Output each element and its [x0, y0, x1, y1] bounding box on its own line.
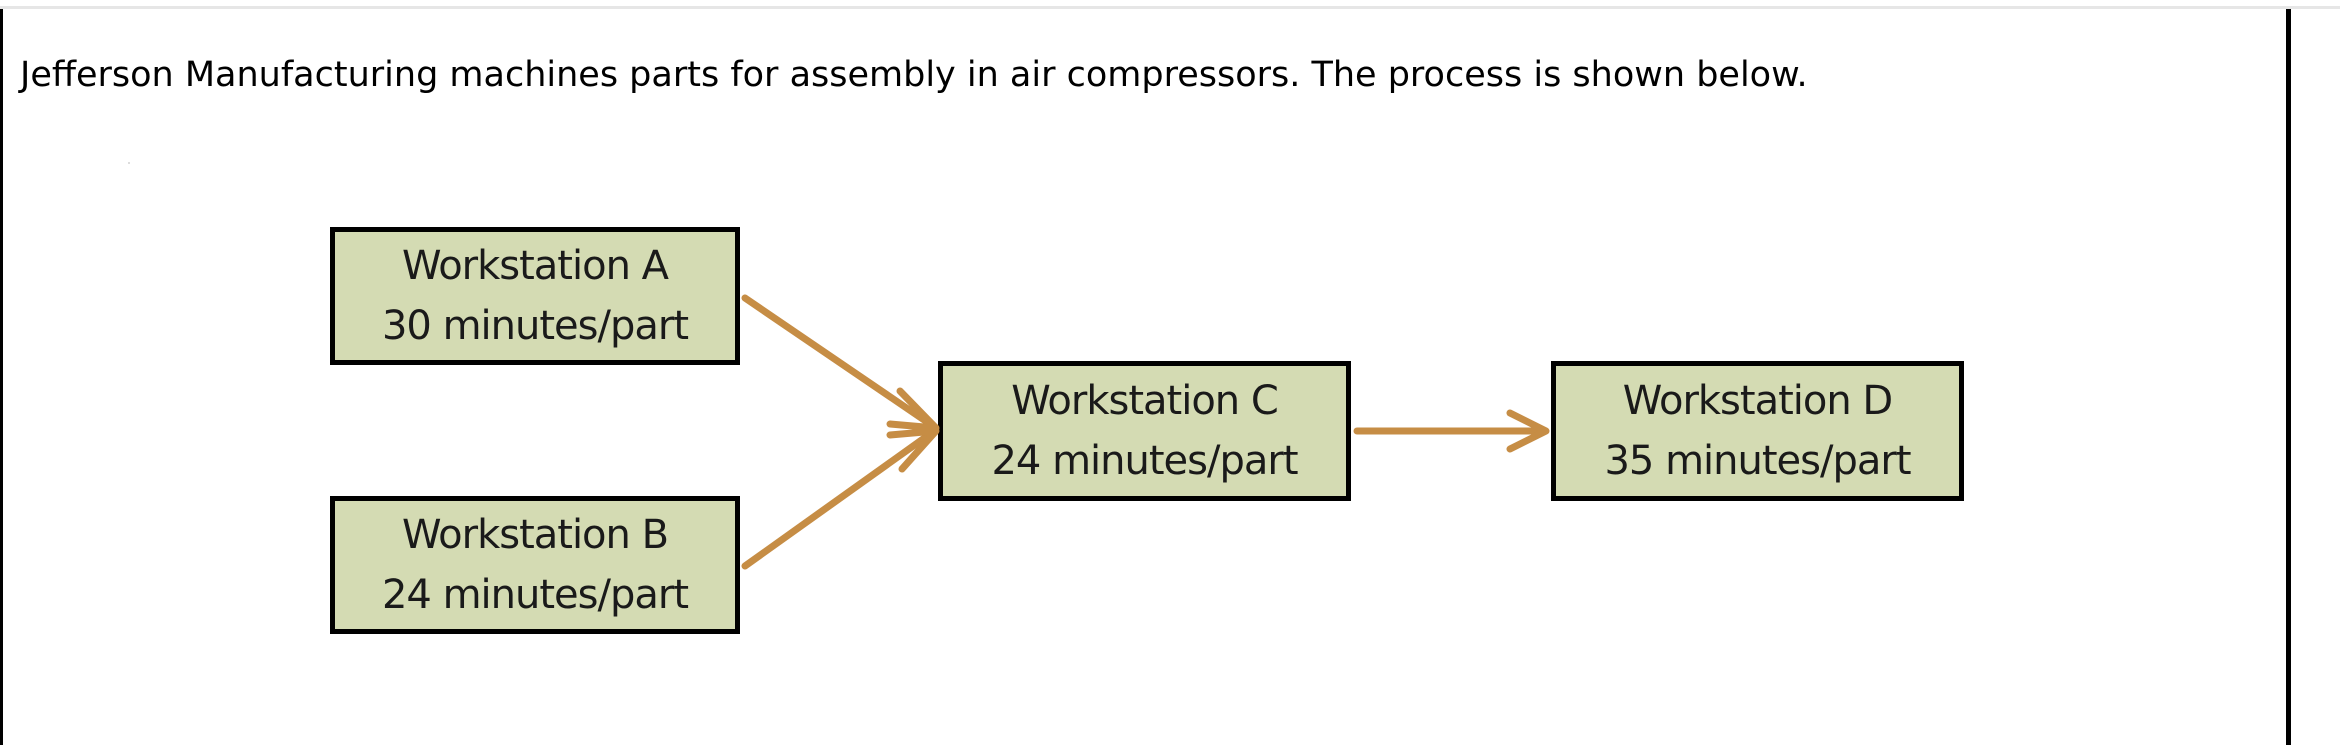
top-divider	[0, 6, 2340, 9]
arrow-c-to-d	[1353, 409, 1550, 453]
workstation-b-time: 24 minutes/part	[381, 572, 689, 618]
workstation-a-time: 30 minutes/part	[381, 303, 689, 349]
workstation-c-box: Workstation C 24 minutes/part	[938, 361, 1351, 501]
workstation-d-time: 35 minutes/part	[1604, 438, 1911, 484]
workstation-b-box: Workstation B 24 minutes/part	[330, 496, 740, 634]
workstation-c-name: Workstation C	[1011, 378, 1279, 424]
workstation-a-box: Workstation A 30 minutes/part	[330, 227, 740, 365]
right-border	[2286, 9, 2291, 745]
left-border	[0, 9, 3, 745]
arrow-a-to-c	[741, 294, 940, 432]
intro-text: Jefferson Manufacturing machines parts f…	[20, 55, 1808, 95]
workstation-a-name: Workstation A	[401, 243, 669, 289]
workstation-c-time: 24 minutes/part	[991, 438, 1298, 484]
workstation-d-name: Workstation D	[1622, 378, 1893, 424]
arrow-b-to-c	[741, 427, 940, 570]
image-speck	[128, 162, 130, 164]
workstation-b-name: Workstation B	[401, 512, 669, 558]
workstation-d-box: Workstation D 35 minutes/part	[1551, 361, 1964, 501]
